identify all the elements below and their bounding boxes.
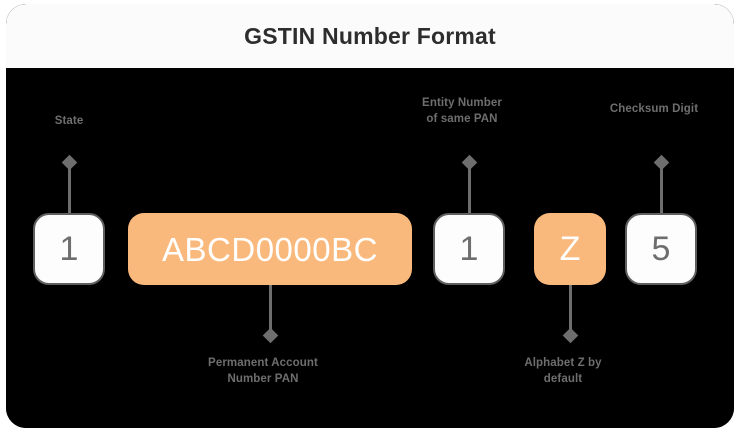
callout-label-alphabet: Alphabet Z by default bbox=[500, 356, 626, 387]
segment-value-state: 1 bbox=[59, 230, 79, 268]
callout-alphabet-line2: default bbox=[543, 372, 583, 385]
segment-value-pan: ABCD0000BC bbox=[162, 230, 378, 268]
connector-stem bbox=[467, 168, 471, 213]
connector-stem bbox=[568, 285, 572, 330]
segment-value-entity: 1 bbox=[459, 230, 479, 268]
connector-entity bbox=[461, 154, 477, 213]
diamond-icon bbox=[61, 154, 77, 171]
segment-box-state[interactable]: 1 bbox=[33, 213, 105, 285]
gstin-format-card: GSTIN Number Format State Entity Number … bbox=[6, 4, 734, 428]
segment-box-entity[interactable]: 1 bbox=[433, 213, 505, 285]
segment-box-alphabet[interactable]: Z bbox=[534, 213, 606, 285]
page-title: GSTIN Number Format bbox=[244, 23, 496, 49]
callout-entity-line1: Entity Number bbox=[422, 97, 502, 109]
connector-stem bbox=[67, 168, 71, 213]
callout-checksum-line1: Checksum Digit bbox=[609, 103, 699, 115]
segment-value-checksum: 5 bbox=[651, 230, 671, 268]
diamond-icon bbox=[562, 327, 578, 344]
connector-pan bbox=[262, 285, 278, 344]
segment-box-checksum[interactable]: 5 bbox=[625, 213, 697, 285]
callout-label-entity: Entity Number of same PAN bbox=[392, 96, 532, 127]
diamond-icon bbox=[653, 154, 669, 171]
segment-value-alphabet: Z bbox=[559, 230, 581, 268]
connector-stem bbox=[268, 285, 272, 330]
callout-alphabet-line1: Alphabet Z by bbox=[524, 357, 602, 369]
connector-stem bbox=[659, 168, 663, 213]
callout-label-state: State bbox=[9, 114, 129, 130]
callout-pan-line2: Number PAN bbox=[227, 372, 299, 385]
segment-box-pan[interactable]: ABCD0000BC bbox=[128, 213, 412, 285]
connector-checksum bbox=[653, 154, 669, 213]
callout-state-line1: State bbox=[54, 115, 84, 127]
diamond-icon bbox=[262, 327, 278, 344]
callout-entity-line2: of same PAN bbox=[426, 112, 498, 125]
header-band: GSTIN Number Format bbox=[6, 4, 734, 68]
diagram-body: State Entity Number of same PAN Checksum… bbox=[6, 68, 734, 428]
connector-state bbox=[61, 154, 77, 213]
diamond-icon bbox=[461, 154, 477, 171]
callout-label-checksum: Checksum Digit bbox=[589, 102, 719, 118]
callout-pan-line1: Permanent Account bbox=[208, 357, 318, 369]
callout-label-pan: Permanent Account Number PAN bbox=[190, 356, 336, 387]
connector-alphabet bbox=[562, 285, 578, 344]
